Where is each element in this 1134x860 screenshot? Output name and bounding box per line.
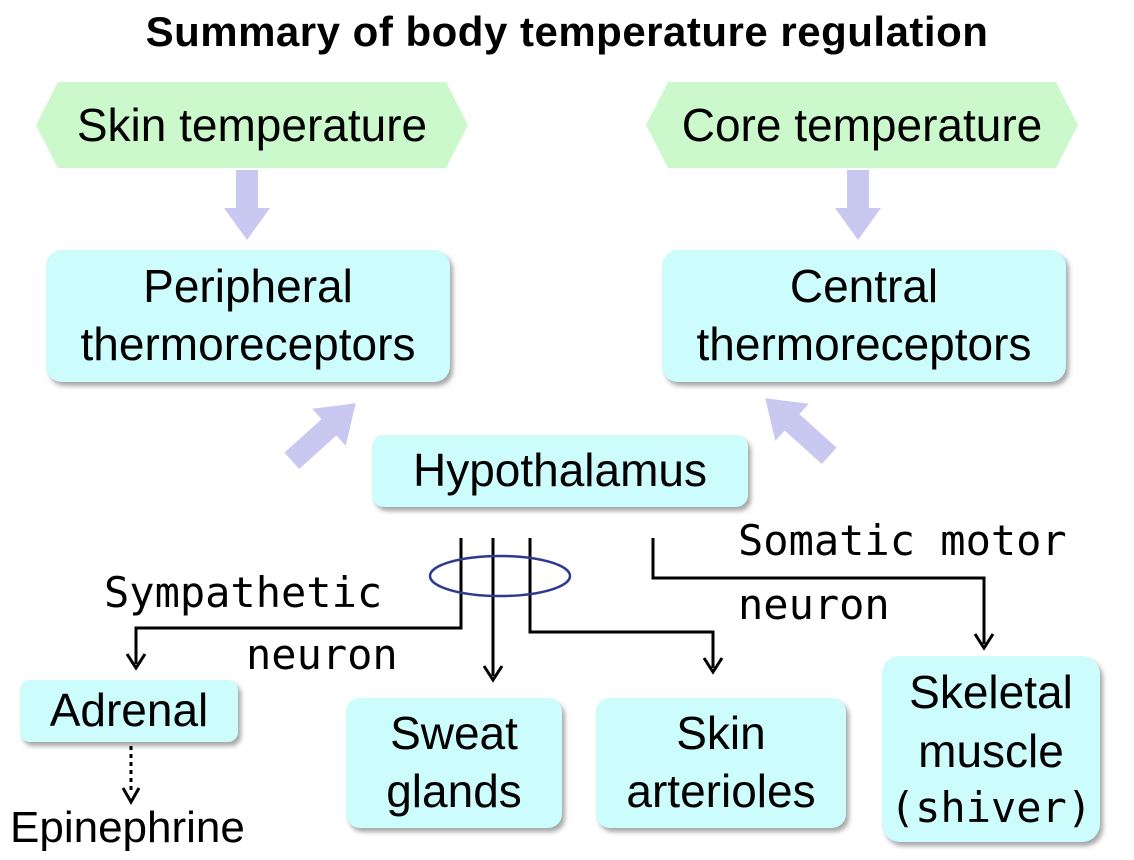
arrowhead-skin-arterioles (702, 657, 724, 675)
arrowhead-epinephrine (121, 787, 141, 806)
hypothalamus-box: Hypothalamus (372, 435, 748, 507)
skin-temperature-label: Skin temperature (76, 99, 428, 151)
flow-arrow-peripheral-to-hypothalamus (284, 403, 356, 469)
flow-arrow-core-to-central (835, 170, 881, 240)
skeletal-line1: Skeletal (909, 666, 1073, 719)
central-line2: thermoreceptors (696, 318, 1032, 370)
flow-arrow-central-to-hypothalamus (765, 398, 837, 464)
core-temperature-label: Core temperature (681, 99, 1043, 151)
skin-temperature-node: Skin temperature (36, 82, 468, 168)
peripheral-line1: Peripheral (143, 260, 353, 313)
sweat-glands-box: Sweat glands (346, 698, 562, 828)
sympathetic-neuron-label: neuron (246, 630, 398, 679)
core-temperature-hexagon (646, 82, 1078, 168)
line-to-adrenal (134, 538, 463, 664)
peripheral-thermoreceptors-box: Peripheral thermoreceptors (46, 250, 450, 382)
arterioles-line2: arterioles (626, 765, 816, 817)
arrowhead-skeletal-muscle (973, 633, 995, 651)
flow-arrow-skin-to-peripheral (224, 170, 270, 240)
diagram-title: Summary of body temperature regulation (145, 8, 989, 55)
arterioles-line1: Skin (676, 707, 766, 760)
hypothalamus-label: Hypothalamus (412, 444, 708, 497)
skeletal-line2: muscle (918, 725, 1064, 778)
skeletal-muscle-box: Skeletal muscle (shiver) (882, 656, 1100, 842)
skin-arterioles-box: Skin arterioles (596, 698, 846, 828)
arrowhead-sweat-glands (482, 665, 504, 683)
epinephrine-label: Epinephrine (10, 803, 245, 852)
peripheral-line2: thermoreceptors (80, 318, 416, 370)
core-temperature-node: Core temperature (646, 82, 1078, 168)
sweat-line1: Sweat (390, 707, 518, 760)
skeletal-line3: (shiver) (889, 783, 1093, 832)
sympathetic-label: Sympathetic (104, 568, 383, 617)
central-thermoreceptors-box: Central thermoreceptors (662, 250, 1066, 382)
adrenal-box: Adrenal (20, 680, 238, 742)
somatic-neuron-label: neuron (738, 580, 890, 629)
sweat-line2: glands (386, 765, 522, 817)
skin-temperature-hexagon (36, 82, 468, 168)
line-to-skin-arterioles (528, 538, 715, 668)
nerve-bundle-ellipse (428, 554, 572, 598)
arrowhead-adrenal (125, 653, 147, 671)
somatic-motor-label: Somatic motor (738, 516, 1067, 565)
central-line1: Central (789, 260, 939, 313)
adrenal-label: Adrenal (49, 684, 209, 737)
line-to-skeletal-muscle (651, 538, 986, 644)
